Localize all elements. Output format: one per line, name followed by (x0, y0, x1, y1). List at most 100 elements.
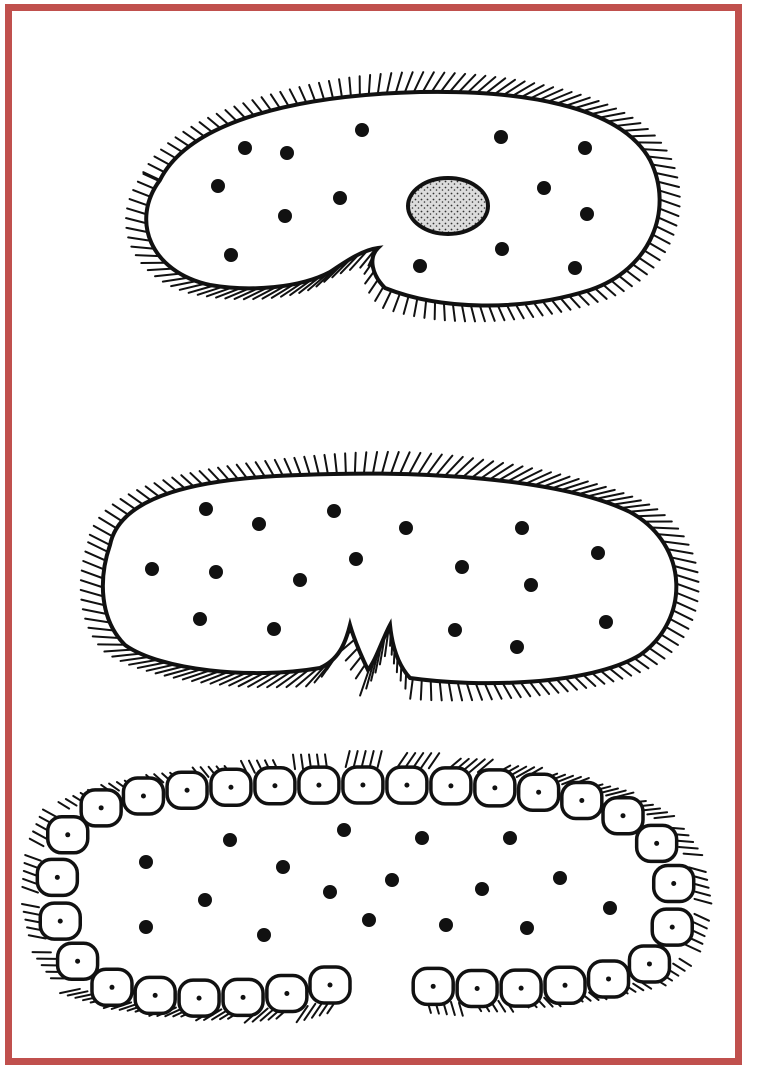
cilium (237, 465, 247, 478)
granule-dot (599, 615, 613, 629)
granule-dot (280, 146, 294, 160)
granule-dot (578, 141, 592, 155)
cilium (680, 959, 692, 966)
cilium (161, 150, 176, 159)
cilium (655, 173, 677, 178)
cilium (172, 478, 185, 489)
cilium (345, 453, 346, 473)
cilium (126, 218, 146, 223)
granule-dot (520, 921, 534, 935)
cilium (104, 650, 132, 652)
cilium (503, 683, 512, 698)
cilium (346, 751, 350, 767)
granule-dot (580, 207, 594, 221)
cilium (552, 479, 579, 488)
cilium (217, 114, 229, 125)
cilium (22, 887, 38, 893)
cilium (378, 751, 382, 767)
cell-nucleus (228, 785, 233, 790)
cell-nucleus (284, 991, 289, 996)
granule-dot (455, 560, 469, 574)
cilium (675, 602, 695, 611)
cilium (391, 452, 399, 474)
cell-nucleus (670, 925, 675, 930)
granule-dot (355, 123, 369, 137)
cilium (373, 452, 377, 474)
cilium (551, 300, 561, 312)
cilium (171, 281, 196, 286)
macronucleus (408, 178, 488, 234)
cilium (301, 755, 303, 769)
cilium (693, 891, 710, 896)
cell-nucleus (185, 788, 190, 793)
cilium (534, 302, 543, 315)
cilium (513, 83, 535, 96)
cilium (539, 90, 562, 100)
cilium (569, 296, 580, 307)
cilium (530, 682, 540, 695)
cilium (319, 83, 324, 100)
cilium (649, 243, 665, 252)
cell-nucleus (654, 841, 659, 846)
cilium (586, 291, 597, 302)
cell-nucleus (563, 983, 568, 988)
cilium (626, 662, 640, 672)
cilium (449, 682, 452, 701)
cilium (591, 109, 616, 115)
cilium (106, 511, 122, 521)
cilium (314, 456, 319, 474)
cilium (293, 755, 295, 769)
cilium (290, 89, 298, 104)
cilium (129, 494, 143, 504)
cell-body-outline (146, 92, 659, 306)
cilium (369, 279, 378, 292)
cell-nucleus (606, 976, 611, 981)
granule-dot (553, 871, 567, 885)
cilium (60, 989, 80, 993)
cilium (243, 103, 254, 115)
cilium (256, 462, 265, 477)
cilium (633, 264, 647, 274)
cilium (127, 208, 146, 214)
cilium (623, 129, 648, 131)
granule-dot (199, 502, 213, 516)
cilium (83, 561, 104, 569)
cilium (121, 499, 136, 509)
cell-nucleus (647, 961, 652, 966)
cilium (362, 751, 366, 767)
cilium (25, 855, 41, 861)
cilium (578, 294, 589, 305)
cell-nucleus (75, 959, 80, 964)
cilium (176, 137, 190, 146)
cilium (458, 682, 462, 700)
cilium (440, 681, 442, 700)
granule-dot (198, 893, 212, 907)
cilium (424, 300, 426, 318)
granule-dot (224, 248, 238, 262)
granule-dot (209, 565, 223, 579)
cilium (548, 680, 559, 693)
cilium (294, 458, 301, 475)
cilium (655, 641, 671, 652)
cilium (453, 304, 455, 321)
cilium (154, 157, 169, 165)
cilium (539, 681, 550, 694)
cilium (659, 208, 678, 216)
cilium (619, 276, 632, 286)
cilium (271, 94, 280, 108)
cilium (383, 290, 391, 308)
cilium (525, 303, 533, 317)
cilium (600, 113, 625, 118)
cilium (133, 190, 150, 197)
epithelial-cell-layer (37, 767, 693, 1016)
cilium (684, 854, 703, 856)
cilium (94, 526, 113, 537)
cilium (146, 486, 160, 496)
cilium (364, 452, 366, 473)
cilium (387, 73, 392, 93)
cilium (512, 683, 521, 697)
cilium (163, 278, 188, 282)
cilium (252, 100, 262, 113)
cilium (304, 1004, 315, 1020)
